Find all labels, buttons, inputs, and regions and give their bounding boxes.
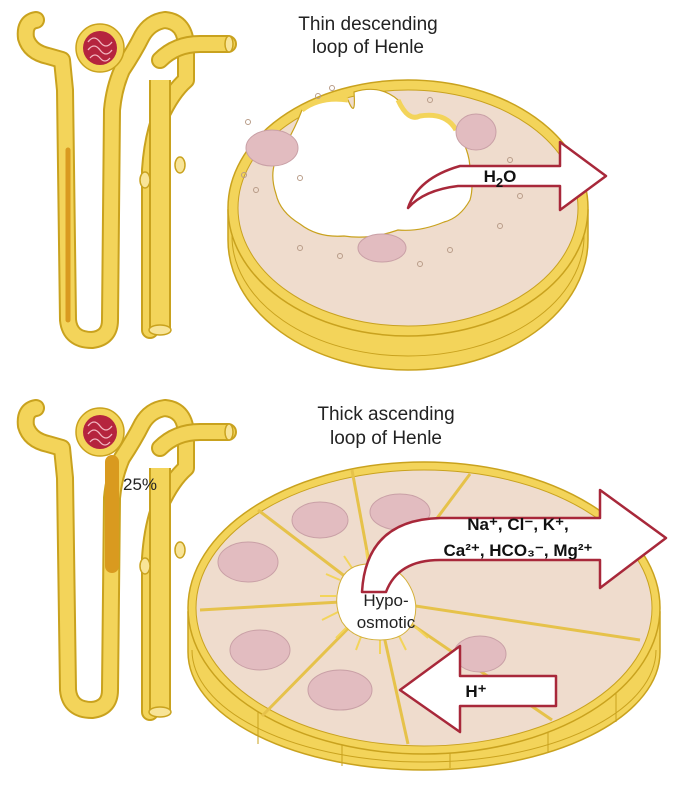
top-title-line1: Thin descending: [298, 14, 437, 35]
bottom-title-line1: Thick ascending: [317, 404, 454, 425]
nephron-bottom: [16, 399, 237, 721]
lumen-label-line1: Hypo-: [363, 591, 408, 610]
percent-label: 25%: [123, 475, 157, 494]
ions-line2: Ca²⁺, HCO₃⁻, Mg²⁺: [443, 541, 592, 560]
thick-ascending-cross-section: [187, 461, 661, 771]
water-efflux-arrow: H2O: [406, 140, 608, 212]
proton-secretion-arrow: H⁺: [398, 644, 558, 734]
lumen-label-line2: osmotic: [357, 613, 416, 632]
bottom-title-line2: loop of Henle: [330, 428, 442, 449]
proton-label: H⁺: [465, 682, 486, 701]
ions-line1: Na⁺, Cl⁻, K⁺,: [467, 515, 569, 534]
h2o-label: H2O: [484, 167, 517, 190]
top-title-line2: loop of Henle: [312, 37, 424, 58]
thin-descending-cross-section: [227, 79, 589, 371]
nephron-top: [16, 11, 237, 349]
ion-reabsorption-arrow: Na⁺, Cl⁻, K⁺, Ca²⁺, HCO₃⁻, Mg²⁺: [360, 488, 668, 594]
